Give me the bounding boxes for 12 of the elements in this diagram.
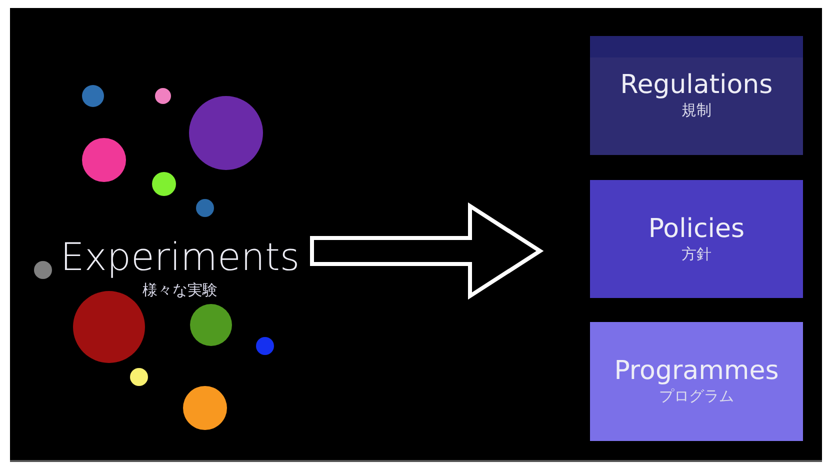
subtitle: 様々な実験 (142, 281, 218, 301)
category-box (590, 180, 803, 298)
category-box (590, 322, 803, 441)
heading: Experiments (60, 235, 300, 282)
heading: Programmes (614, 356, 779, 388)
subtitle: プログラム (659, 387, 734, 407)
heading: Policies (648, 214, 745, 245)
category-box (590, 36, 803, 155)
heading: Regulations (620, 70, 773, 102)
block-arrow (310, 202, 544, 300)
subtitle: 規制 (682, 101, 712, 121)
subtitle: 方針 (682, 244, 712, 264)
